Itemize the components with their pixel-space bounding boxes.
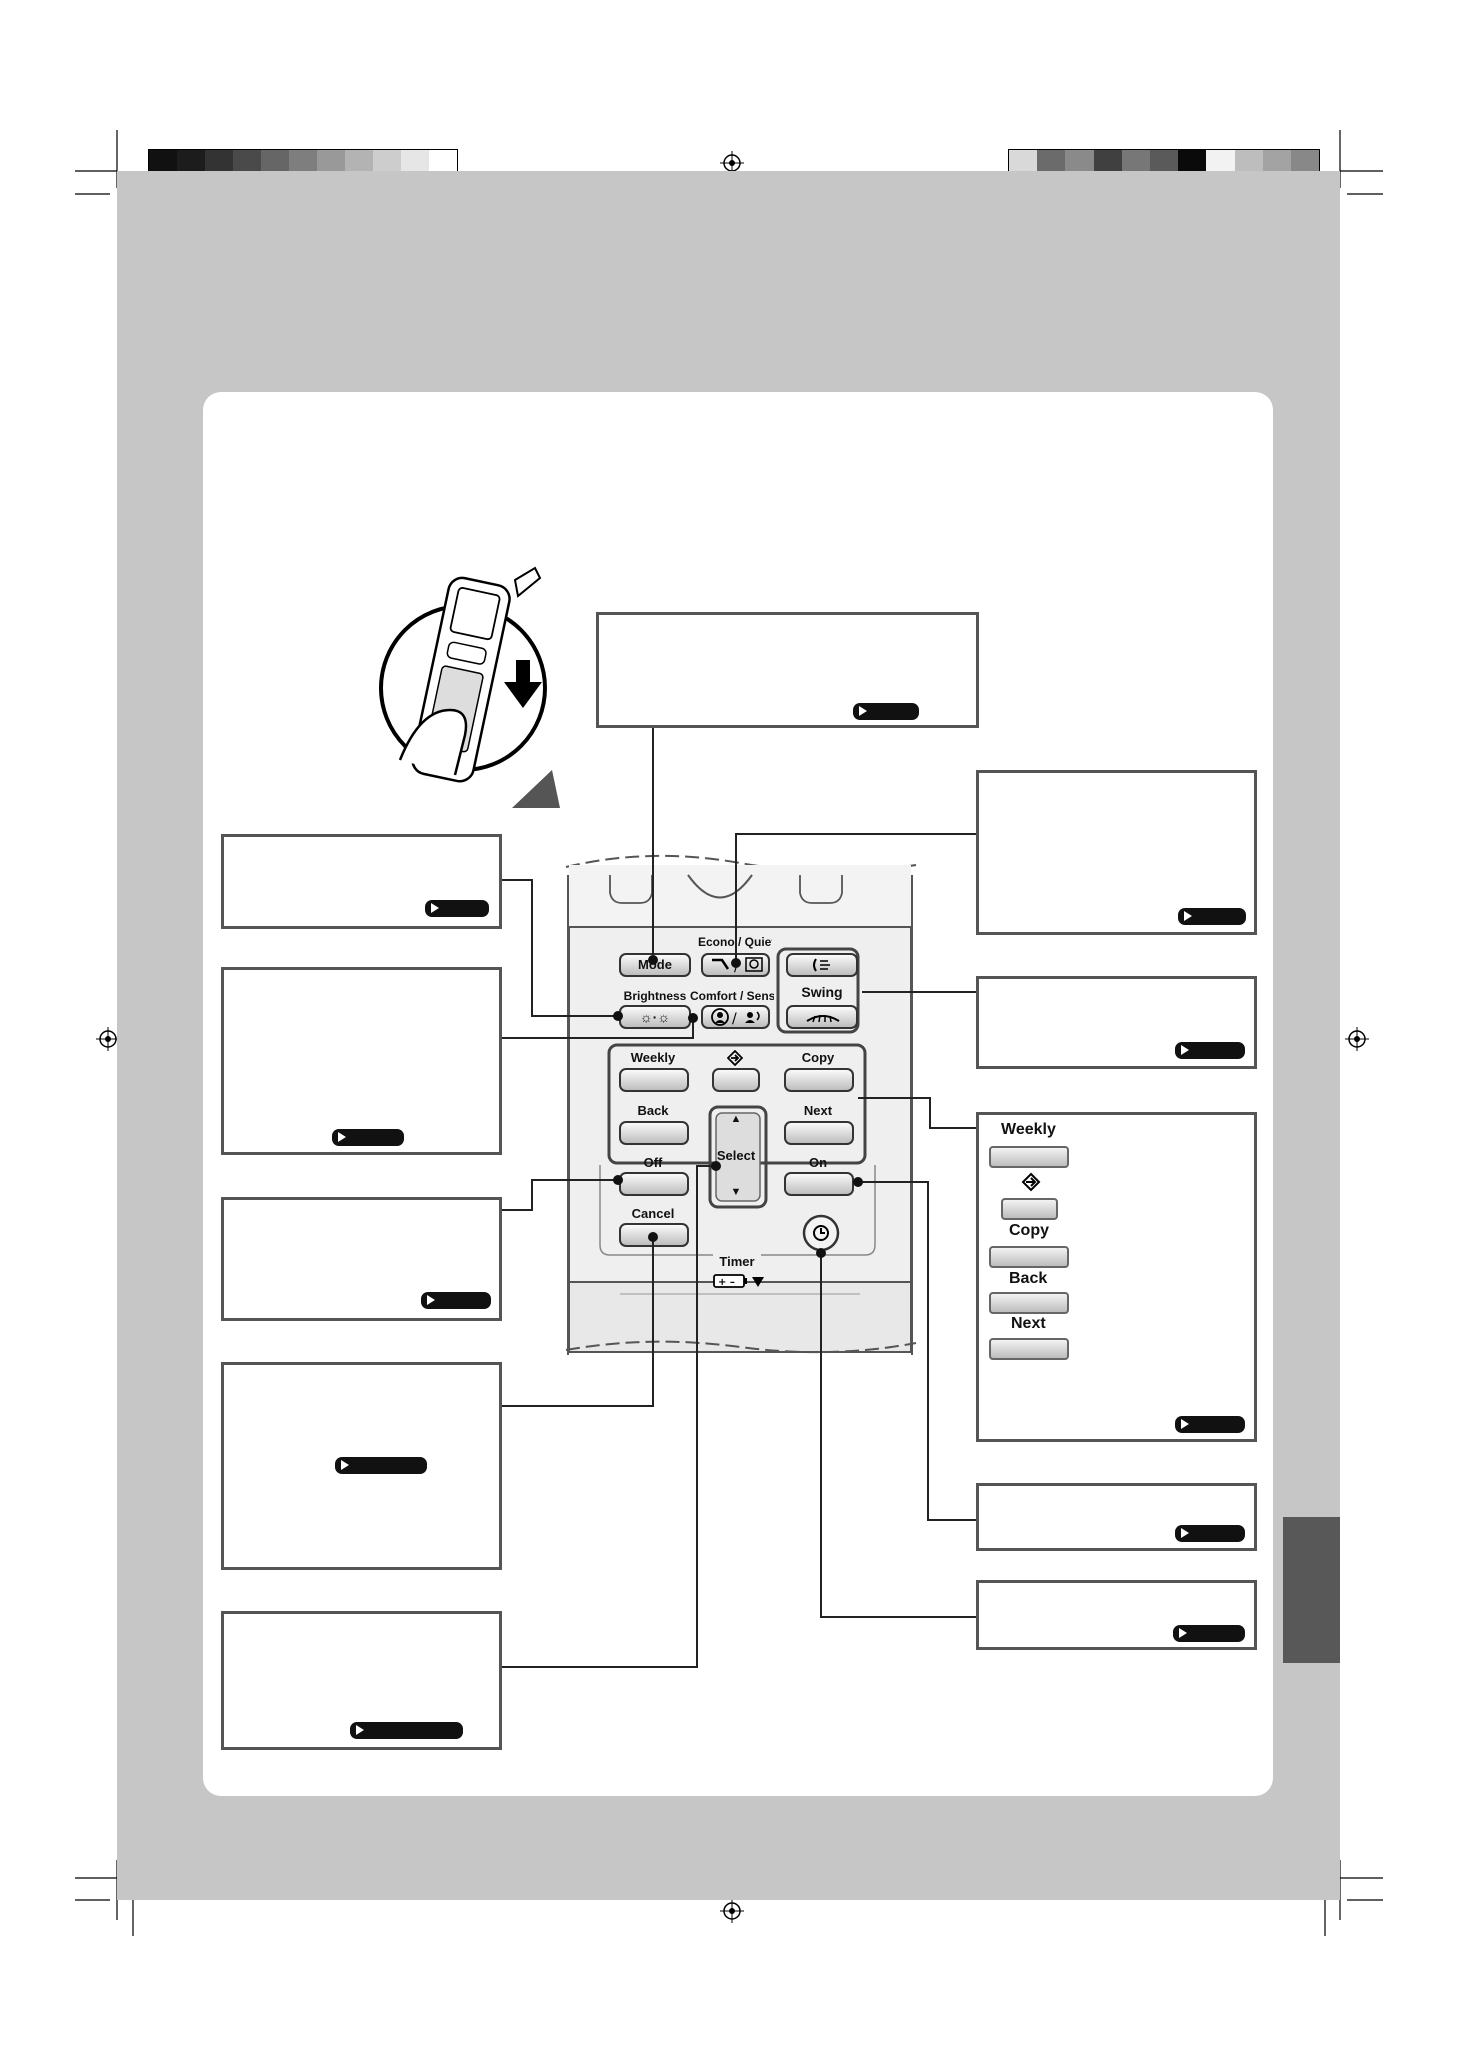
weekly-button[interactable] — [619, 1068, 689, 1092]
down-arrow-icon — [512, 770, 560, 808]
comfort-sensor-label: Comfort / Sensor — [690, 989, 774, 1003]
select-label[interactable]: Select — [716, 1148, 756, 1163]
comfort-sensor-icons: / — [711, 1008, 760, 1026]
reserve-icon — [727, 1050, 743, 1066]
clock-icon[interactable] — [801, 1213, 841, 1253]
svg-text:/: / — [732, 1011, 737, 1026]
battery-icon: + – — [713, 1274, 764, 1288]
copy-label: Copy — [801, 1050, 835, 1065]
callout-off — [221, 1197, 502, 1321]
on-label: On — [808, 1155, 828, 1170]
weekly-label: Weekly — [630, 1050, 676, 1065]
legend-next-button — [989, 1338, 1069, 1360]
registration-mark-icon — [96, 1027, 120, 1051]
legend-weekly-label: Weekly — [1001, 1121, 1056, 1138]
legend-next-label: Next — [1011, 1315, 1046, 1332]
registration-mark-icon — [1345, 1027, 1369, 1051]
back-button[interactable] — [619, 1121, 689, 1145]
legend-reserve-button — [1001, 1198, 1058, 1220]
side-tab — [1283, 1517, 1340, 1663]
legend-weekly-button — [989, 1146, 1069, 1168]
svg-text:+ –: + – — [718, 1277, 735, 1288]
callout-cancel — [221, 1362, 502, 1570]
copy-button[interactable] — [784, 1068, 854, 1092]
callout-brightness — [221, 834, 502, 929]
reserve-icon — [1021, 1172, 1041, 1192]
reserve-button[interactable] — [712, 1068, 760, 1092]
off-label: Off — [643, 1155, 663, 1170]
select-down-arrow[interactable]: ▼ — [730, 1186, 742, 1198]
legend-copy-label: Copy — [1009, 1222, 1049, 1239]
callout-on — [976, 1483, 1257, 1551]
cancel-label: Cancel — [631, 1206, 675, 1221]
legend-back-button — [989, 1292, 1069, 1314]
on-button[interactable] — [784, 1172, 854, 1196]
swing-label: Swing — [801, 984, 843, 1000]
callout-select — [221, 1611, 502, 1750]
legend-copy-button — [989, 1246, 1069, 1268]
next-button[interactable] — [784, 1121, 854, 1145]
color-bar-left — [148, 149, 458, 179]
remote-control — [565, 854, 917, 1355]
registration-mark-icon — [720, 1899, 744, 1923]
back-label: Back — [637, 1103, 669, 1118]
brightness-label: Brightness — [623, 989, 687, 1003]
callout-timer — [976, 1580, 1257, 1650]
select-up-arrow[interactable]: ▲ — [730, 1113, 742, 1125]
swing-vertical-icon — [813, 958, 830, 972]
callout-swing — [976, 976, 1257, 1069]
callout-econo-quiet — [976, 770, 1257, 935]
callout-mode — [596, 612, 979, 728]
swing-horizontal-icon — [806, 1014, 840, 1023]
timer-label: Timer — [713, 1254, 761, 1269]
callout-comfort-sensor — [221, 967, 502, 1155]
legend-back-label: Back — [1009, 1270, 1048, 1287]
next-label: Next — [803, 1103, 833, 1118]
hand-holding-remote-icon — [379, 566, 547, 783]
